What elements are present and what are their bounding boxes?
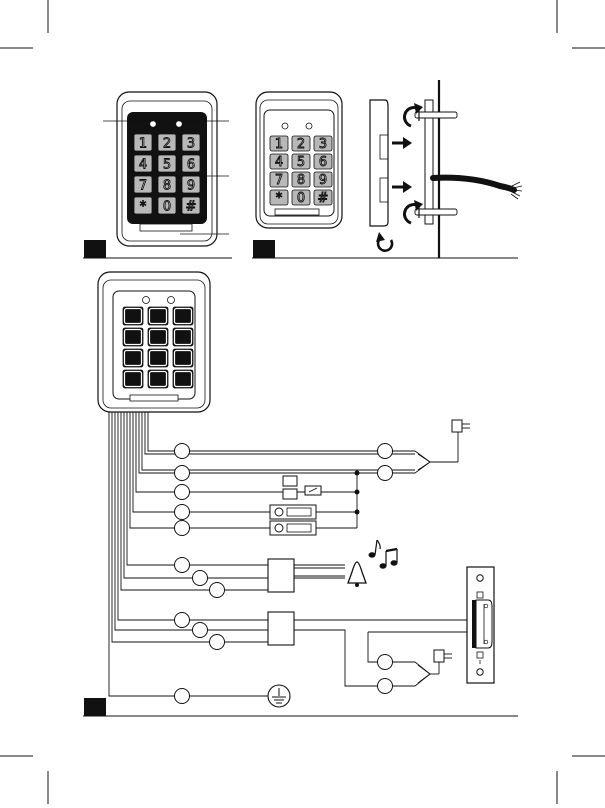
callout-circle (210, 635, 225, 650)
ground-icon (268, 685, 290, 707)
electric-strike-icon (467, 567, 494, 683)
key-label: 7 (275, 173, 283, 188)
callout-circle (378, 655, 393, 670)
key-0 (148, 370, 168, 388)
callout-circle (175, 558, 190, 573)
key-label: * (140, 200, 147, 215)
bell-relay-box (268, 559, 294, 592)
key-label: # (318, 191, 329, 206)
key-6 (173, 328, 193, 346)
key-label: 4 (275, 155, 283, 170)
screw-bottom (415, 206, 457, 218)
key-5 (148, 328, 168, 346)
key-1 (123, 307, 143, 325)
figure-3-wiring (83, 272, 518, 716)
key-star (123, 370, 143, 388)
callout-circle (175, 521, 190, 536)
callout-circle (193, 623, 208, 638)
key-label: 2 (297, 137, 305, 152)
key-label: 1 (275, 137, 283, 152)
power-adapter-icon (415, 650, 452, 686)
key-label: 5 (163, 158, 171, 173)
push-arrow-icon (392, 181, 412, 193)
lock-relay-box (268, 612, 294, 645)
key-label: 2 (163, 137, 171, 152)
figure-2-label-box (253, 240, 275, 258)
key-7 (123, 349, 143, 367)
push-arrow-icon (392, 137, 412, 149)
key-label: 0 (163, 200, 171, 215)
callout-circle (175, 444, 190, 459)
key-label: 5 (297, 155, 305, 170)
key-8 (148, 349, 168, 367)
key-2 (148, 307, 168, 325)
key-3 (173, 307, 193, 325)
callout-circle (193, 571, 208, 586)
callout-circle (378, 444, 393, 459)
callout-circle (175, 613, 190, 628)
key-label: 0 (297, 191, 305, 206)
key-label: 3 (319, 137, 327, 152)
bell-icon (348, 562, 366, 587)
figure-3-label-box (84, 698, 106, 716)
key-9 (173, 349, 193, 367)
callout-circle (175, 689, 190, 704)
callout-circle (175, 505, 190, 520)
key-label: # (186, 200, 197, 215)
screw-top (415, 109, 457, 121)
push-button-icon (270, 505, 316, 519)
callout-circle (210, 583, 225, 598)
key-label: 7 (139, 179, 147, 194)
key-label: 3 (187, 137, 195, 152)
key-4 (123, 328, 143, 346)
callout-circle (378, 466, 393, 481)
callout-circle (378, 679, 393, 694)
key-label: 6 (187, 158, 195, 173)
rotate-arrow-icon (376, 232, 392, 251)
power-adapter-icon (415, 420, 470, 473)
push-button-icon (270, 521, 316, 535)
key-label: 9 (319, 173, 327, 188)
figure-1-keypad-front: 1 2 3 4 5 6 7 8 9 * 0 # (83, 92, 232, 258)
key-label: 8 (297, 173, 305, 188)
key-label: 8 (163, 179, 171, 194)
key-label: * (276, 191, 283, 206)
callout-circle (175, 466, 190, 481)
callout-circle (175, 485, 190, 500)
figure-1-label-box (84, 240, 106, 258)
key-label: 6 (319, 155, 327, 170)
key-label: 9 (187, 179, 195, 194)
key-hash (173, 370, 193, 388)
key-label: 4 (139, 158, 147, 173)
music-note-icon (369, 540, 397, 568)
key-label: 1 (139, 137, 147, 152)
door-contact-icon (283, 476, 321, 499)
